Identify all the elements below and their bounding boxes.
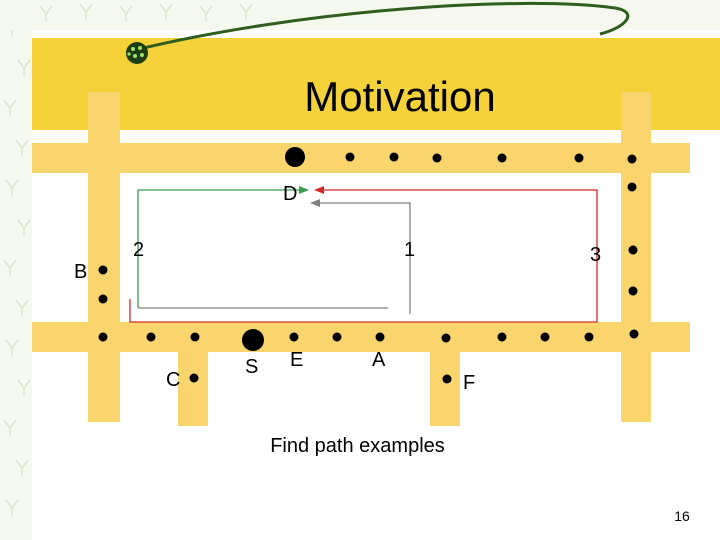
label-E: E bbox=[290, 349, 304, 371]
path-3-red bbox=[129, 186, 598, 323]
label-path-2: 2 bbox=[133, 239, 145, 261]
page-number: 16 bbox=[674, 508, 690, 524]
label-D: D bbox=[283, 183, 298, 205]
green-dots-bullet-icon bbox=[126, 42, 148, 64]
label-C: C bbox=[166, 369, 181, 391]
slide-title: Motivation bbox=[304, 73, 496, 120]
road-horizontal-bottom bbox=[32, 322, 690, 352]
label-F: F bbox=[463, 372, 476, 394]
node-D bbox=[285, 147, 305, 167]
label-path-3: 3 bbox=[590, 244, 602, 266]
label-A: A bbox=[372, 349, 386, 371]
node-A bbox=[375, 332, 385, 342]
label-path-1: 1 bbox=[404, 239, 416, 261]
node-C bbox=[189, 373, 199, 383]
road-vertical-4 bbox=[621, 92, 651, 422]
label-B: B bbox=[74, 261, 88, 283]
road-horizontal-top bbox=[32, 143, 690, 173]
label-S: S bbox=[245, 356, 259, 378]
caption: Find path examples bbox=[270, 435, 445, 457]
path-1-gray bbox=[138, 199, 411, 314]
node-F bbox=[442, 374, 452, 384]
node-E bbox=[289, 332, 299, 342]
node-S bbox=[242, 329, 264, 351]
road-vertical-1 bbox=[88, 92, 120, 422]
green-swoosh-line bbox=[134, 1, 630, 52]
path-2-green bbox=[137, 186, 309, 308]
junction-dots bbox=[98, 147, 639, 384]
